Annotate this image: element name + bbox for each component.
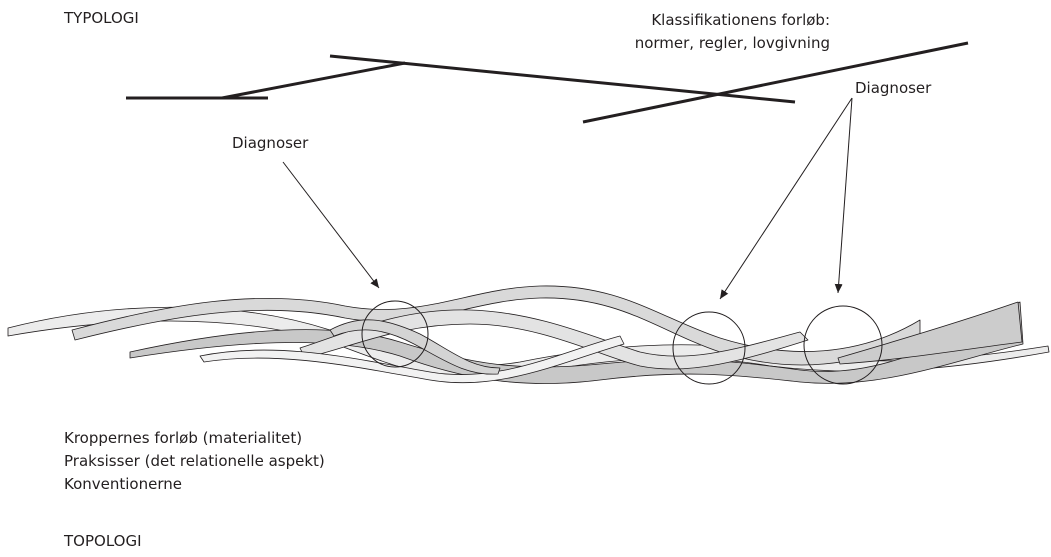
arrow-left [282,161,380,289]
diagnoses-label-left: Diagnoser [232,134,309,152]
classification-line-3 [329,54,796,104]
ribbon-right-wedge [837,301,1023,365]
diagnosis-circle-left [361,300,429,368]
diagnosis-arrows [282,97,853,300]
diagnoses-label-right: Diagnoser [855,79,932,97]
diagnosis-circle-middle [672,311,746,385]
classification-lines [126,41,969,124]
strand-label-practices: Praksisser (det relationelle aspekt) [64,452,325,470]
typology-label: TYPOLOGI [64,9,139,27]
ribbons [7,285,1050,384]
diagnosis-circles [361,300,883,385]
strand-label-conventions: Konventionerne [64,475,182,493]
classification-line-4 [582,41,969,124]
classification-line-2 [221,61,406,100]
arrow-right-a [719,97,853,300]
arrow-right-b [834,97,853,294]
ribbon-thin-strand [199,335,625,384]
classification-title: Klassifikationens forløb: [651,11,830,29]
strand-label-bodies: Kroppernes forløb (materialitet) [64,429,303,447]
ribbon-mid-fold [329,319,501,375]
topology-label: TOPOLOGI [64,532,142,550]
diagnosis-circle-right [803,305,883,385]
classification-subtitle: normer, regler, lovgivning [634,34,830,52]
